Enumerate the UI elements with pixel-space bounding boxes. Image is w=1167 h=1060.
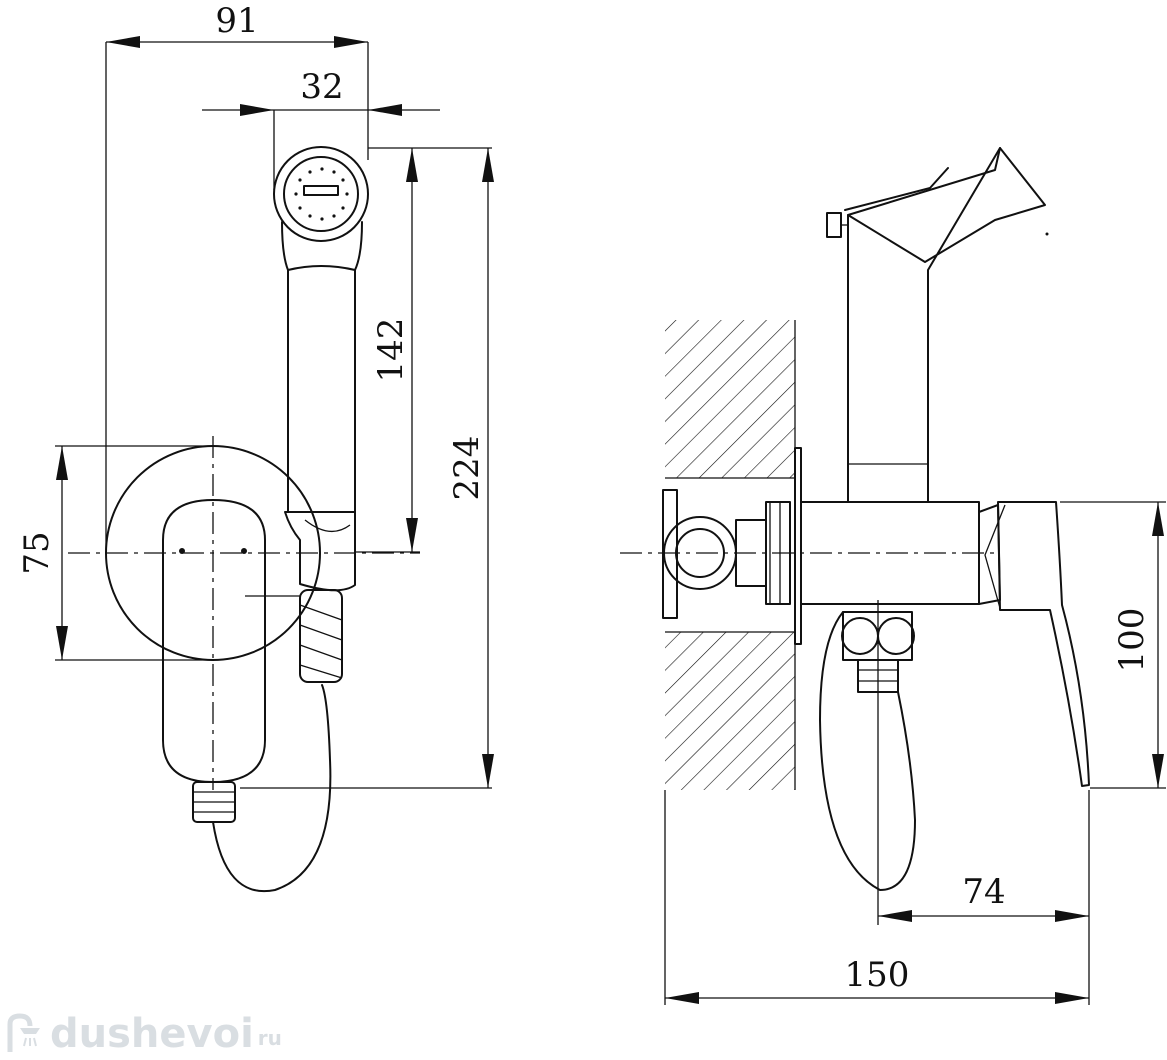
dim-side-depth: 150	[845, 955, 910, 995]
front-handset	[273, 146, 369, 513]
dim-handset-length: 142	[371, 318, 411, 383]
side-wall	[665, 320, 796, 790]
front-hose-connector	[299, 589, 343, 683]
watermark-tld: ru	[257, 1026, 282, 1050]
front-holder	[284, 511, 356, 592]
front-outlet-nipple	[192, 781, 236, 823]
front-screw-right	[241, 548, 247, 554]
dim-total-height: 224	[447, 436, 487, 501]
front-hose	[212, 684, 332, 893]
side-inwall-valve	[662, 489, 791, 619]
side-lever	[997, 501, 1090, 787]
front-mixer-body	[162, 499, 266, 783]
dim-side-offset: 74	[962, 872, 1005, 912]
front-view: 91 32 142 224 75	[17, 1, 494, 893]
watermark: dushevoi ru	[6, 1010, 282, 1058]
side-handset	[826, 147, 1046, 503]
watermark-text: dushevoi	[50, 1011, 254, 1057]
dim-front-width: 91	[215, 1, 258, 41]
dim-head-width: 32	[300, 67, 343, 107]
dim-lever-height: 100	[1112, 608, 1152, 673]
dim-body-height: 75	[17, 531, 57, 574]
side-view: 100 74 150	[620, 147, 1166, 1005]
side-hose	[819, 611, 916, 891]
shower-icon	[7, 1013, 40, 1052]
